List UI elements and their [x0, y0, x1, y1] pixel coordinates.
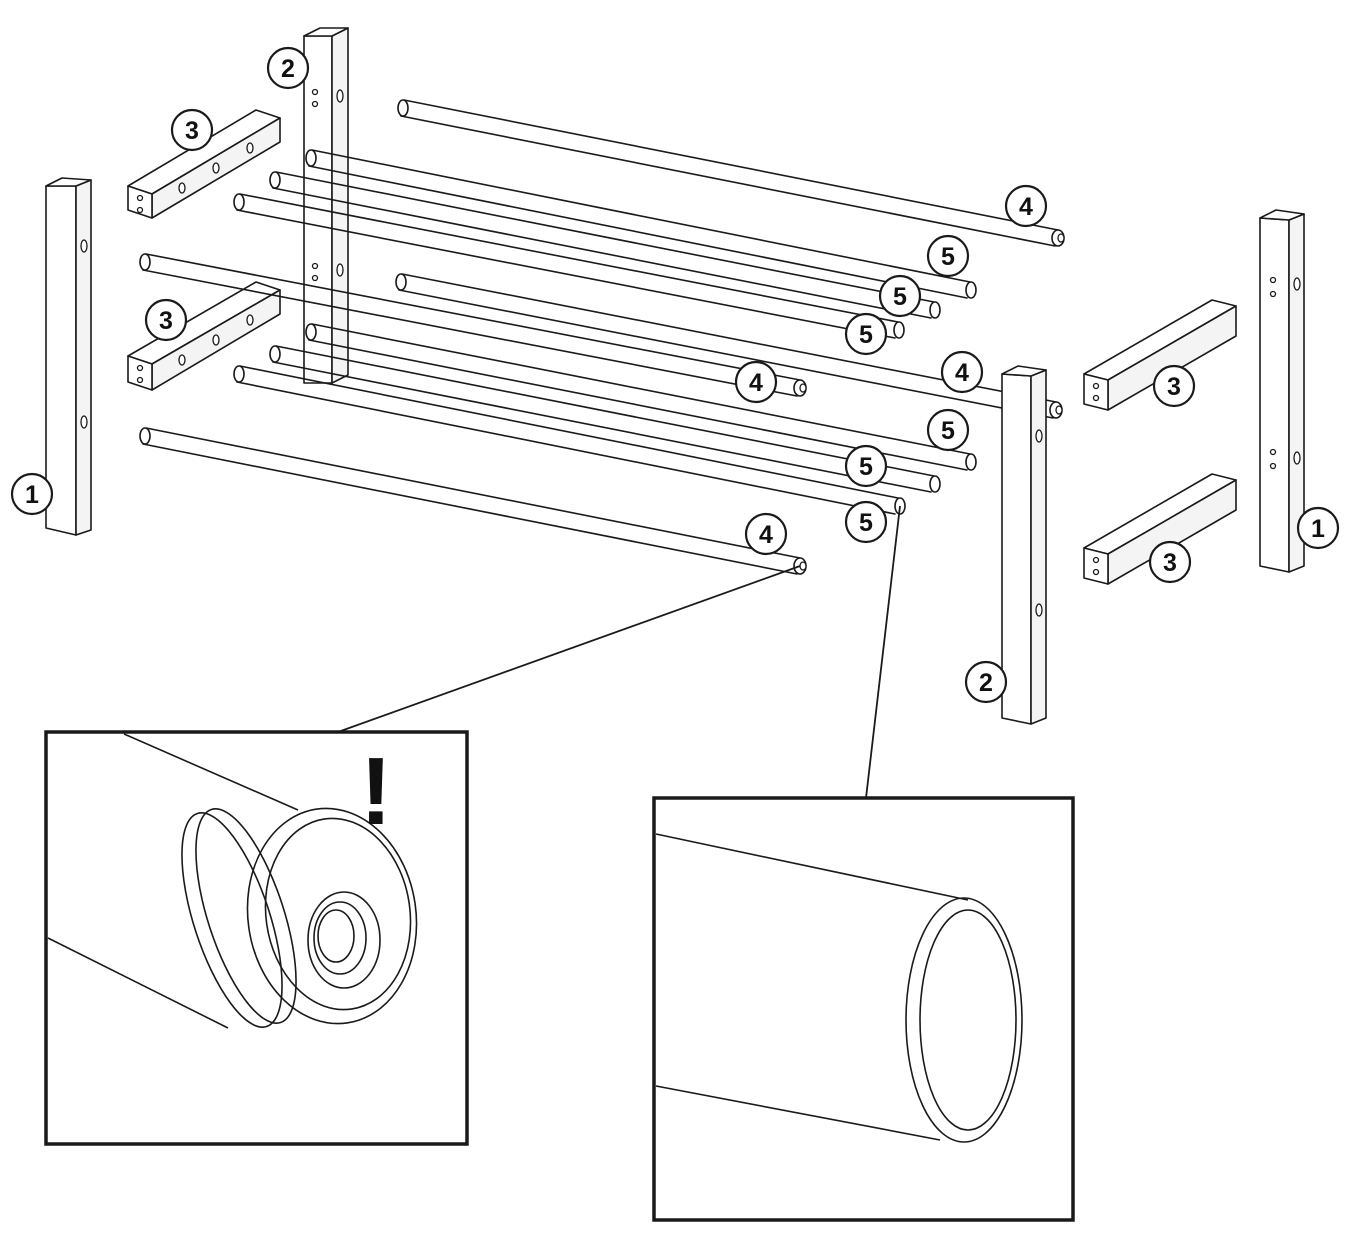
svg-text:2: 2: [979, 669, 993, 697]
warning-mark: !: [360, 738, 392, 845]
svg-text:3: 3: [1167, 373, 1181, 401]
badge-part-3-left-lower: 3: [144, 298, 188, 342]
detail-tube-5-end: [652, 796, 1075, 1222]
badge-part-2-front: 2: [964, 660, 1008, 704]
badge-part-4-middle-left: 4: [734, 360, 778, 404]
svg-text:4: 4: [955, 359, 969, 387]
part-5-tube-lower-3: [233, 365, 906, 515]
part-5-tube-upper-1: [305, 149, 977, 299]
badge-part-5-upper-2: 5: [878, 274, 922, 318]
svg-text:4: 4: [749, 369, 763, 397]
svg-text:5: 5: [859, 509, 873, 537]
badge-part-1-left: 1: [10, 472, 54, 516]
badge-part-5-lower-2: 5: [844, 444, 888, 488]
badge-part-4-bottom: 4: [744, 512, 788, 556]
badge-part-3-right-lower: 3: [1148, 540, 1192, 584]
part-2-post-front-right: [1001, 365, 1047, 725]
badge-part-3-right-upper: 3: [1152, 364, 1196, 408]
badge-part-3-left-upper: 3: [170, 108, 214, 152]
svg-text:5: 5: [941, 243, 955, 271]
svg-text:5: 5: [941, 417, 955, 445]
part-1-post-left: [45, 177, 92, 536]
svg-text:1: 1: [1311, 515, 1325, 543]
svg-text:4: 4: [759, 521, 773, 549]
badge-part-2-back: 2: [266, 46, 310, 90]
part-1-post-right: [1259, 209, 1305, 573]
svg-text:3: 3: [159, 307, 173, 335]
badge-part-4-middle-right: 4: [940, 350, 984, 394]
detail-tube-4-end: !: [44, 730, 469, 1146]
svg-text:3: 3: [185, 117, 199, 145]
part-4-tube-bottom: [139, 427, 807, 575]
badge-part-1-right: 1: [1296, 506, 1340, 550]
part-5-tube-lower-2: [269, 345, 941, 493]
part-3-rail-left-lower: [127, 281, 281, 391]
svg-text:4: 4: [1019, 193, 1033, 221]
part-3-rail-left-upper: [127, 109, 281, 219]
leader-line-tube-5: [865, 505, 901, 799]
part-5-tube-upper-3: [233, 193, 905, 339]
svg-text:1: 1: [25, 481, 39, 509]
part-label-badges: 2 3 3 1 4 5 5 5: [10, 46, 1340, 704]
part-3-rail-right-lower: [1083, 473, 1237, 585]
leader-line-tube-4: [337, 565, 801, 733]
badge-part-5-lower-3: 5: [844, 500, 888, 544]
part-4-tube-middle-left: [139, 253, 807, 397]
badge-part-5-lower-1: 5: [926, 408, 970, 452]
svg-text:5: 5: [893, 283, 907, 311]
part-5-tube-upper-2: [269, 171, 941, 319]
badge-part-4-top: 4: [1004, 184, 1048, 228]
part-3-rail-right-upper: [1083, 299, 1237, 411]
svg-text:3: 3: [1163, 549, 1177, 577]
svg-text:2: 2: [281, 55, 295, 83]
svg-text:5: 5: [859, 453, 873, 481]
badge-part-5-upper-1: 5: [926, 234, 970, 278]
badge-part-5-upper-3: 5: [844, 312, 888, 356]
part-4-tube-middle-right: [395, 273, 1063, 419]
part-4-tube-top: [397, 99, 1065, 247]
svg-text:5: 5: [859, 321, 873, 349]
